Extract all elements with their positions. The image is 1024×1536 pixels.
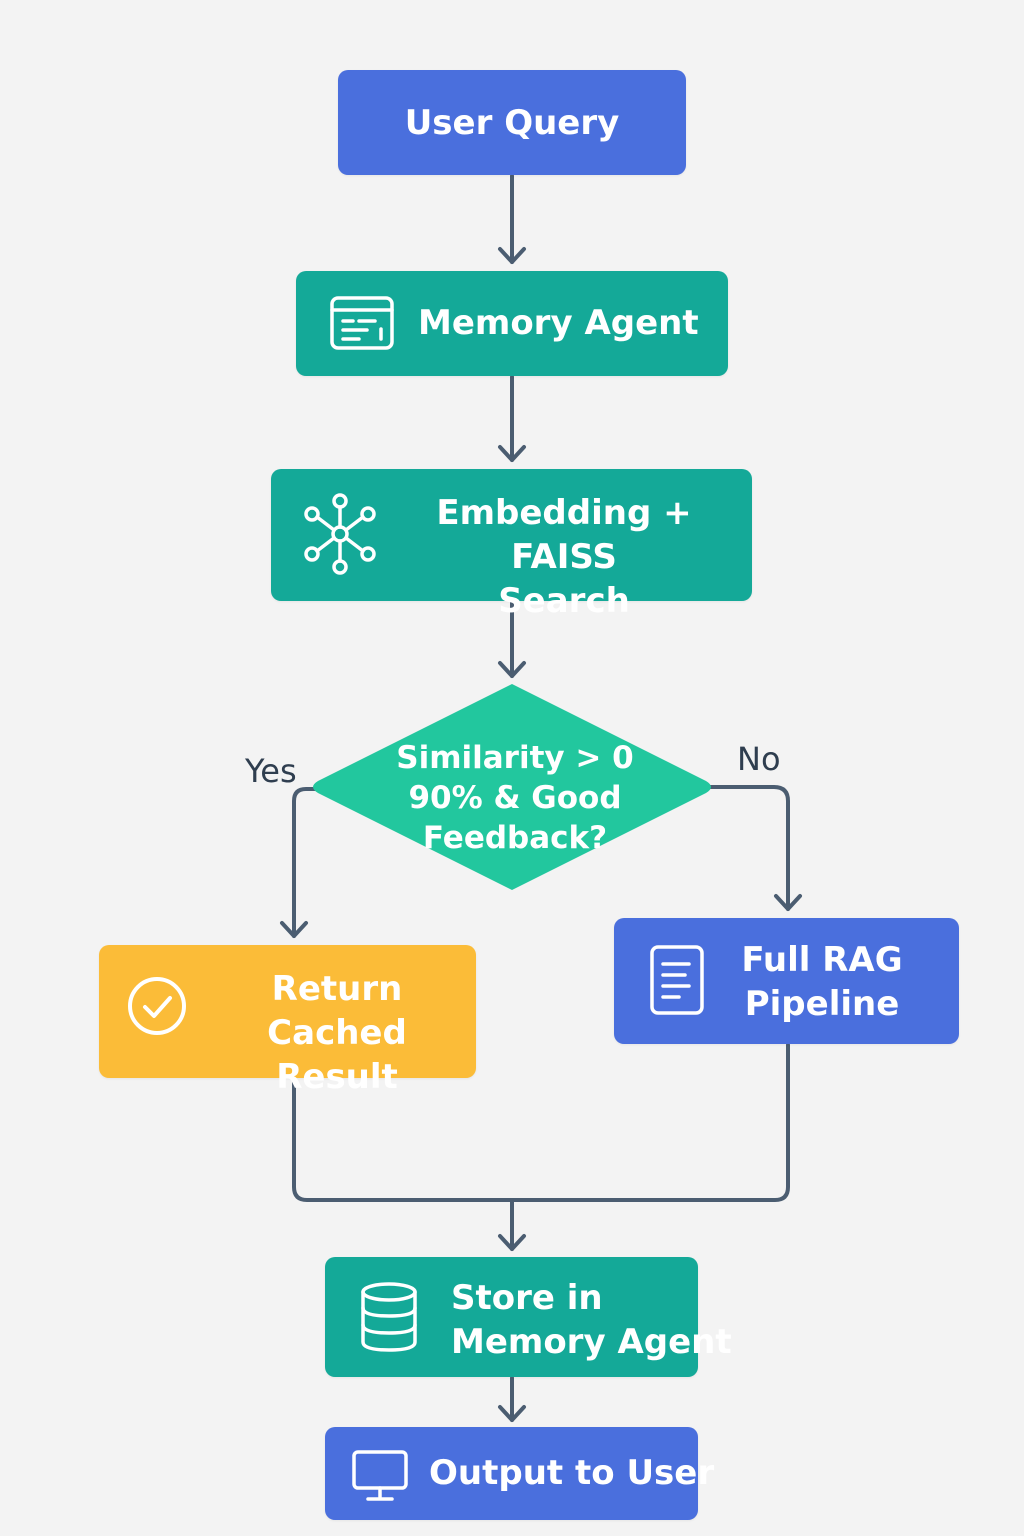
- decision-line-2: 90% & Good: [408, 780, 622, 816]
- yes-branch-label: Yes: [245, 752, 297, 790]
- full-rag-line-1: Full RAG: [741, 940, 903, 980]
- store-line-1: Store in: [451, 1278, 603, 1318]
- memory-agent-node: Memory Agent: [296, 271, 728, 376]
- arrowhead-memory: [498, 247, 526, 264]
- document-icon: [650, 945, 704, 1015]
- return-cached-line-2: Result: [276, 1057, 398, 1097]
- arrowhead-return-cached: [280, 921, 308, 938]
- full-rag-label: Full RAG Pipeline: [732, 938, 912, 1026]
- user-query-label: User Query: [404, 102, 620, 143]
- no-branch-label: No: [737, 740, 781, 778]
- return-cached-line-1: Return Cached: [267, 969, 407, 1053]
- decision-label: Similarity > 0 90% & Good Feedback?: [390, 738, 640, 858]
- embedding-label-line-2: Search: [498, 581, 630, 621]
- memory-agent-label: Memory Agent: [418, 303, 699, 343]
- database-icon: [361, 1282, 417, 1352]
- connector-yes-branch: [292, 787, 320, 938]
- embedding-label-line-1: Embedding + FAISS: [436, 493, 692, 577]
- embedding-search-label: Embedding + FAISS Search: [389, 491, 739, 623]
- decision-line-1: Similarity > 0: [396, 740, 634, 776]
- arrowhead-embedding: [498, 445, 526, 462]
- store-line-2: Memory Agent: [451, 1322, 732, 1362]
- connector-merge: [292, 1043, 790, 1202]
- full-rag-line-2: Pipeline: [744, 984, 900, 1024]
- store-memory-node: Store in Memory Agent: [325, 1257, 732, 1377]
- output-label: Output to User: [429, 1453, 715, 1493]
- check-circle-icon: [128, 977, 186, 1035]
- window-list-icon: [330, 296, 394, 350]
- store-memory-label: Store in Memory Agent: [451, 1276, 732, 1364]
- arrowhead-store: [498, 1234, 526, 1251]
- monitor-icon: [352, 1450, 408, 1501]
- arrowhead-full-rag: [774, 894, 802, 911]
- full-rag-node: Full RAG Pipeline: [614, 918, 959, 1044]
- connector-no-branch: [704, 785, 790, 911]
- return-cached-label: Return Cached Result: [203, 967, 471, 1099]
- decision-diamond: [313, 684, 711, 890]
- arrowhead-decision: [498, 661, 526, 678]
- user-query-node: User Query: [338, 70, 686, 175]
- arrowhead-output: [498, 1405, 526, 1422]
- embedding-search-node: Embedding + FAISS Search: [271, 469, 752, 621]
- return-cached-node: Return Cached Result: [99, 945, 476, 1097]
- output-node: Output to User: [325, 1427, 714, 1520]
- decision-line-3: Feedback?: [422, 820, 608, 856]
- network-hub-icon: [304, 493, 376, 575]
